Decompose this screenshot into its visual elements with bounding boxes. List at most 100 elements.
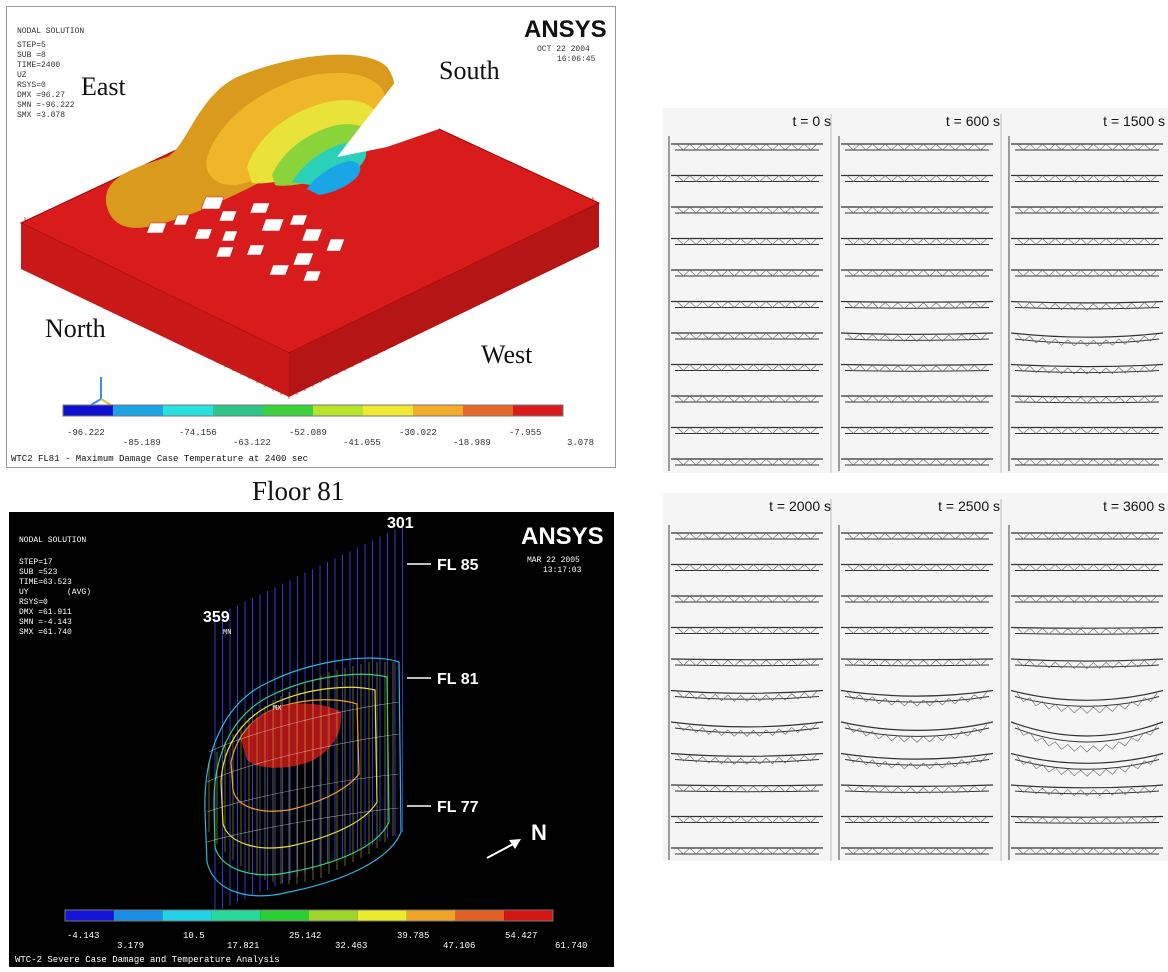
column-displacement-svg: NODAL SOLUTION STEP=17 SUB =523 TIME=63.…: [15, 515, 604, 965]
legend-value: 3.179: [117, 941, 144, 951]
legend-value: 61.740: [555, 941, 587, 951]
floor-truss: [1010, 300, 1164, 311]
floor-truss: [1010, 815, 1164, 825]
floor-truss: [841, 595, 993, 603]
floor-truss: [671, 847, 823, 855]
mx-marker: MX: [273, 705, 282, 713]
time-label: t = 3600 s: [1103, 498, 1165, 514]
header-line: STEP=5: [17, 41, 46, 50]
floor-truss: [841, 815, 993, 823]
floor-plate-side-left: [21, 223, 289, 397]
plot-date: MAR 22 2005: [527, 556, 580, 565]
legend-value: -96.222: [67, 428, 105, 438]
floor-truss: [671, 395, 823, 403]
header-line: RSYS=0: [17, 81, 46, 90]
floor-truss: [670, 752, 824, 765]
legend-swatch: [263, 405, 313, 416]
legend-value: -41.055: [343, 438, 381, 448]
floor-truss: [671, 595, 823, 603]
header-line: SMN =-96.222: [17, 101, 75, 110]
floor-truss: [840, 426, 993, 435]
time-label: t = 2500 s: [938, 498, 1000, 514]
header-line: SMX =3.078: [17, 111, 65, 120]
legend-labels: -4.143 10.5 25.142 39.785 54.427 3.179 1…: [67, 931, 587, 951]
floor-truss: [1011, 143, 1163, 151]
floor-truss: [1011, 174, 1163, 182]
floor-truss: [841, 395, 993, 403]
floor-truss: [670, 426, 823, 435]
floor-truss: [671, 143, 823, 151]
floor-truss: [840, 332, 994, 342]
legend-labels: -96.222 -74.156 -52.089 -30.022 -7.955 -…: [67, 428, 594, 448]
legend-swatch: [213, 405, 263, 416]
floor-truss: [670, 332, 823, 340]
header-line: SUB =8: [17, 51, 46, 60]
legend-swatch: [463, 405, 513, 416]
floor-cutout-notch: [337, 67, 439, 157]
floor-truss: [840, 658, 994, 667]
damaged-panels: [146, 196, 345, 282]
label-east: East: [81, 72, 127, 101]
floor-truss: [1011, 532, 1163, 540]
legend-swatch: [513, 405, 563, 416]
plot-time: 13:17:03: [543, 566, 582, 575]
color-legend: [62, 404, 564, 417]
floor-truss: [1011, 269, 1163, 277]
axis-triad-icon: [90, 377, 112, 406]
floor-truss: [841, 847, 993, 855]
floor-truss: [840, 752, 994, 770]
floor-caption: Floor 81: [252, 476, 345, 506]
legend-value: 17.821: [227, 941, 259, 951]
floor-truss: [1010, 363, 1164, 375]
label-north: North: [45, 314, 106, 343]
floor-truss: [841, 237, 993, 246]
header-line: NODAL SOLUTION: [17, 27, 84, 36]
legend-frame: [62, 404, 564, 417]
floor-truss: [671, 269, 823, 277]
legend-swatch: [363, 405, 413, 416]
floor-truss: [1010, 689, 1164, 714]
floor-label: FL 81: [437, 671, 479, 688]
floor-truss: [1010, 626, 1164, 636]
ansys-logo: ANSYS: [524, 16, 607, 43]
legend-swatch: [113, 910, 163, 921]
truss-deflection-svg-top: t = 0 s t = 600 s t = 1500 s: [668, 113, 1165, 473]
floor-truss: [840, 458, 993, 466]
floor-truss: [1010, 332, 1164, 347]
north-arrow-icon: [486, 839, 521, 859]
column-label-left: 359: [203, 609, 230, 626]
legend-swatch: [63, 405, 113, 416]
legend-swatch: [504, 910, 553, 921]
color-legend: [64, 909, 554, 922]
floor-truss: [1010, 458, 1163, 466]
floor-truss: [840, 300, 994, 310]
legend-value: -4.143: [67, 931, 99, 941]
header-line: UY (AVG): [19, 588, 91, 597]
header-line: SUB =523: [19, 568, 58, 577]
legend-value: -85.189: [123, 438, 161, 448]
floor-truss: [1010, 721, 1164, 753]
plot-caption: WTC2 FL81 - Maximum Damage Case Temperat…: [11, 454, 308, 464]
legend-value: 47.106: [443, 941, 475, 951]
legend-value: -30.022: [399, 428, 437, 438]
floor-truss: [670, 458, 823, 466]
legend-swatch: [211, 910, 261, 921]
floor-truss: [670, 689, 824, 702]
legend-value: 10.5: [183, 931, 205, 941]
legend-value: 32.463: [335, 941, 367, 951]
floor-truss: [671, 626, 823, 634]
plot-time: 16:06:45: [557, 55, 596, 64]
truss-deflection-panel-top: t = 0 s t = 600 s t = 1500 s: [663, 108, 1168, 473]
floor-truss: [840, 363, 994, 373]
floor-truss: [670, 784, 824, 793]
floor-truss: [1011, 595, 1163, 603]
floor-label: FL 85: [437, 557, 479, 574]
column-displacement-plot: NODAL SOLUTION STEP=17 SUB =523 TIME=63.…: [9, 512, 614, 967]
legend-value: -52.089: [289, 428, 327, 438]
mn-marker: MN: [223, 629, 231, 637]
floor-truss: [671, 363, 823, 372]
header-line: SMX =61.740: [19, 628, 72, 637]
time-label: t = 600 s: [946, 113, 1000, 129]
floor-temperature-plot: NODAL SOLUTION STEP=5 SUB =8 TIME=2400 U…: [6, 6, 616, 468]
header-line: TIME=63.523: [19, 578, 72, 587]
